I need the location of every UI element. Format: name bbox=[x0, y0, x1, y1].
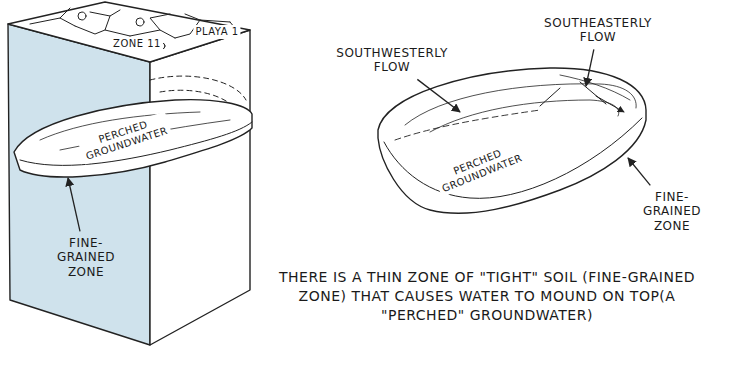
zone-label: FINE-GRAINED ZONE bbox=[49, 235, 123, 280]
flow-label: SOUTHWESTERLY FLOW bbox=[328, 45, 456, 76]
leader-line bbox=[417, 79, 460, 112]
map-doodle bbox=[30, 8, 240, 38]
map-doodle bbox=[136, 18, 144, 26]
map-doodle bbox=[78, 12, 86, 20]
flow-arrow bbox=[540, 82, 624, 112]
leader-line bbox=[628, 158, 650, 185]
flow-path bbox=[395, 110, 540, 140]
leader-line bbox=[586, 49, 594, 86]
layer-label: PERCHED GROUNDWATER bbox=[77, 111, 173, 164]
block-top bbox=[8, 2, 250, 62]
flow-label: SOUTHEASTERLY FLOW bbox=[534, 15, 662, 46]
lens-edge bbox=[384, 118, 642, 198]
leader-line bbox=[68, 178, 80, 231]
caption: THERE IS A THIN ZONE OF "TIGHT" SOIL (FI… bbox=[261, 268, 713, 325]
block-face bbox=[8, 24, 150, 345]
map-label: PLAYA 1 bbox=[193, 25, 240, 39]
layer-label: PERCHED GROUNDWATER bbox=[432, 139, 527, 198]
lens-contour bbox=[405, 75, 636, 132]
block-face bbox=[150, 30, 250, 345]
zone-label: FINE-GRAINED ZONE bbox=[635, 189, 709, 234]
groundwater-lens bbox=[14, 100, 252, 177]
groundwater-lens bbox=[378, 68, 646, 213]
map-label: ZONE 11 bbox=[111, 37, 163, 51]
